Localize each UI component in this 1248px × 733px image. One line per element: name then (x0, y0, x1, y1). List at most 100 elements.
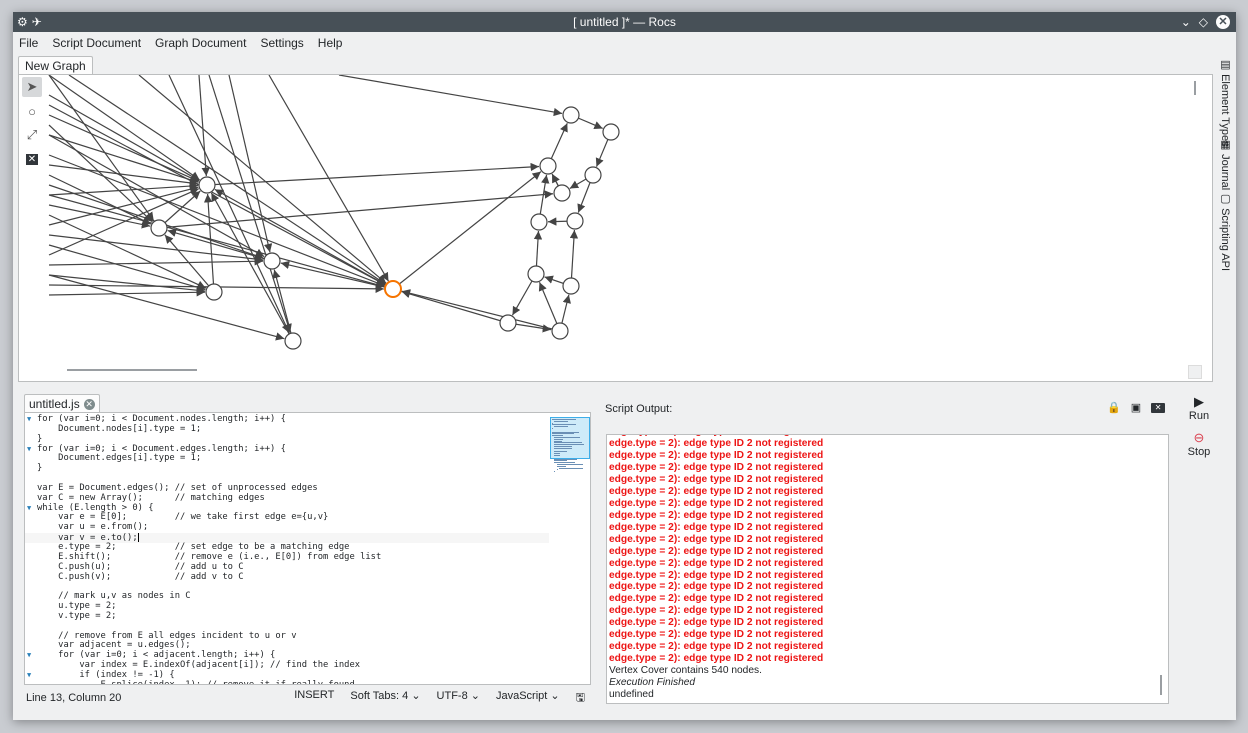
graph-edge[interactable] (48, 104, 386, 286)
graph-edge[interactable] (48, 204, 151, 229)
tab-untitled-js[interactable]: untitled.js ✕ (24, 394, 100, 413)
indent-setting[interactable]: Soft Tabs: 4 ⌄ (350, 689, 420, 708)
graph-edge[interactable] (569, 229, 579, 287)
graph-edge[interactable] (48, 188, 200, 256)
delete-icon[interactable]: ✕ (25, 153, 39, 165)
graph-edge[interactable] (48, 181, 199, 196)
fold-marker-icon[interactable]: ▼ (27, 415, 32, 423)
fold-marker-icon[interactable]: ▼ (27, 503, 32, 512)
code-line[interactable]: E.shift(); // remove e (i.e., E[0]) from… (25, 552, 549, 563)
graph-node[interactable] (562, 277, 580, 295)
graph-node[interactable] (205, 283, 223, 301)
dock-scripting-api[interactable]: ▢ Scripting API (1219, 192, 1232, 271)
code-line[interactable]: // mark u,v as nodes in C (25, 591, 549, 602)
graph-edge[interactable] (48, 154, 385, 287)
code-line[interactable]: E.splice(index, 1); // remove it if real… (25, 680, 549, 684)
menu-graph-document[interactable]: Graph Document (155, 36, 247, 50)
code-line[interactable]: var e = E[0]; // we take first edge e={u… (25, 513, 549, 523)
code-line[interactable]: } (25, 434, 549, 445)
graph-edge[interactable] (48, 274, 206, 295)
code-line[interactable]: var adjacent = u.edges(); (25, 640, 549, 651)
select-tool-icon[interactable]: ➤ (22, 77, 42, 97)
fold-marker-icon[interactable]: ▼ (27, 670, 32, 679)
graph-node[interactable] (263, 252, 281, 270)
fold-marker-icon[interactable]: ▼ (27, 651, 32, 660)
graph-edge[interactable] (338, 75, 563, 117)
graph-edge[interactable] (48, 75, 200, 181)
graph-node[interactable] (499, 314, 517, 332)
fold-marker-icon[interactable]: ▼ (27, 444, 32, 453)
graph-node[interactable] (150, 219, 168, 237)
code-editor[interactable]: ▼for (var i=0; i < Document.nodes.length… (24, 412, 591, 685)
graph-edge[interactable] (48, 185, 199, 226)
graph-edge[interactable] (401, 289, 561, 332)
graph-edge[interactable] (48, 114, 200, 182)
graph-svg[interactable] (19, 75, 1212, 381)
graph-edge[interactable] (48, 234, 264, 264)
graph-node[interactable] (562, 106, 580, 124)
pin-icon[interactable]: ✈ (31, 15, 42, 29)
clear-output-icon[interactable]: ✕ (1151, 402, 1166, 413)
graph-edge[interactable] (48, 257, 264, 266)
graph-edge[interactable] (158, 190, 201, 229)
app-icon[interactable]: ⚙ (17, 15, 28, 29)
code-line[interactable]: ▼ for (var i=0; i < adjacent.length; i++… (25, 650, 549, 661)
minimap[interactable] (550, 415, 590, 473)
encoding-setting[interactable]: UTF-8 ⌄ (437, 689, 480, 708)
code-line[interactable]: var E = Document.edges(); // set of unpr… (25, 483, 549, 494)
code-line[interactable]: u.type = 2; (25, 601, 549, 612)
graph-edge[interactable] (228, 75, 273, 253)
graph-edge[interactable] (48, 194, 385, 289)
graph-node[interactable] (539, 157, 557, 175)
close-tab-icon[interactable]: ✕ (83, 398, 95, 410)
minimize-icon[interactable]: ⌄ (1180, 15, 1191, 29)
graph-edge[interactable] (164, 234, 215, 293)
code-line[interactable]: var index = E.indexOf(adjacent[i]); // f… (25, 660, 549, 671)
graph-edge[interactable] (48, 164, 199, 187)
graph-edge[interactable] (206, 162, 540, 186)
titlebar[interactable]: ⚙ ✈ [ untitled ]* — Rocs ⌄ ◇ ✕ (13, 12, 1236, 32)
code-line[interactable]: C.push(u); // add u to C (25, 562, 549, 573)
save-icon[interactable]: 🖫 (575, 691, 585, 704)
code-line[interactable]: var u = e.from(); (25, 522, 549, 533)
code-line[interactable]: e.type = 2; // set edge to be a matching… (25, 542, 549, 553)
graph-node[interactable] (527, 265, 545, 283)
code-line[interactable]: Document.edges[i].type = 1; (25, 453, 549, 464)
graph-node[interactable] (584, 166, 602, 184)
graph-edge[interactable] (167, 228, 273, 262)
graph-edge[interactable] (392, 171, 542, 290)
filter-icon[interactable]: ▣ (1130, 402, 1142, 414)
code-line[interactable]: ▼for (var i=0; i < Document.nodes.length… (25, 414, 549, 425)
graph-edge[interactable] (208, 75, 292, 333)
graph-edge[interactable] (168, 75, 290, 334)
graph-edge[interactable] (214, 188, 394, 290)
graph-edge[interactable] (48, 134, 199, 184)
tab-new-graph[interactable]: New Graph (18, 56, 93, 75)
lock-icon[interactable]: 🔒 (1107, 402, 1121, 414)
graph-edge[interactable] (138, 75, 387, 284)
menu-file[interactable]: File (19, 36, 39, 50)
graph-edge[interactable] (68, 75, 386, 285)
graph-edge[interactable] (48, 174, 152, 225)
dock-element-types[interactable]: ▤ Element Types (1219, 58, 1232, 147)
graph-edge[interactable] (48, 134, 265, 258)
code-line[interactable]: } (25, 463, 549, 474)
language-setting[interactable]: JavaScript ⌄ (496, 689, 560, 708)
code-line[interactable]: Document.nodes[i].type = 1; (25, 424, 549, 435)
graph-node[interactable] (284, 332, 302, 350)
graph-node[interactable] (566, 212, 584, 230)
menu-help[interactable]: Help (317, 36, 343, 50)
code-line[interactable]: ▼for (var i=0; i < Document.edges.length… (25, 444, 549, 455)
graph-edge[interactable] (48, 124, 153, 223)
graph-edge[interactable] (280, 260, 394, 290)
stop-button[interactable]: ⊖ Stop (1179, 430, 1219, 458)
graph-vscrollbar[interactable] (1194, 81, 1196, 95)
code-text[interactable]: ▼for (var i=0; i < Document.nodes.length… (25, 414, 549, 684)
graph-node[interactable] (530, 213, 548, 231)
graph-node[interactable] (602, 123, 620, 141)
graph-hscrollbar[interactable] (67, 369, 197, 371)
add-node-icon[interactable]: ○ (28, 103, 36, 119)
code-line[interactable]: var v = e.to(); (25, 533, 549, 543)
add-edge-icon[interactable]: ⤢ (26, 127, 38, 142)
code-line[interactable]: var C = new Array(); // matching edges (25, 493, 549, 504)
